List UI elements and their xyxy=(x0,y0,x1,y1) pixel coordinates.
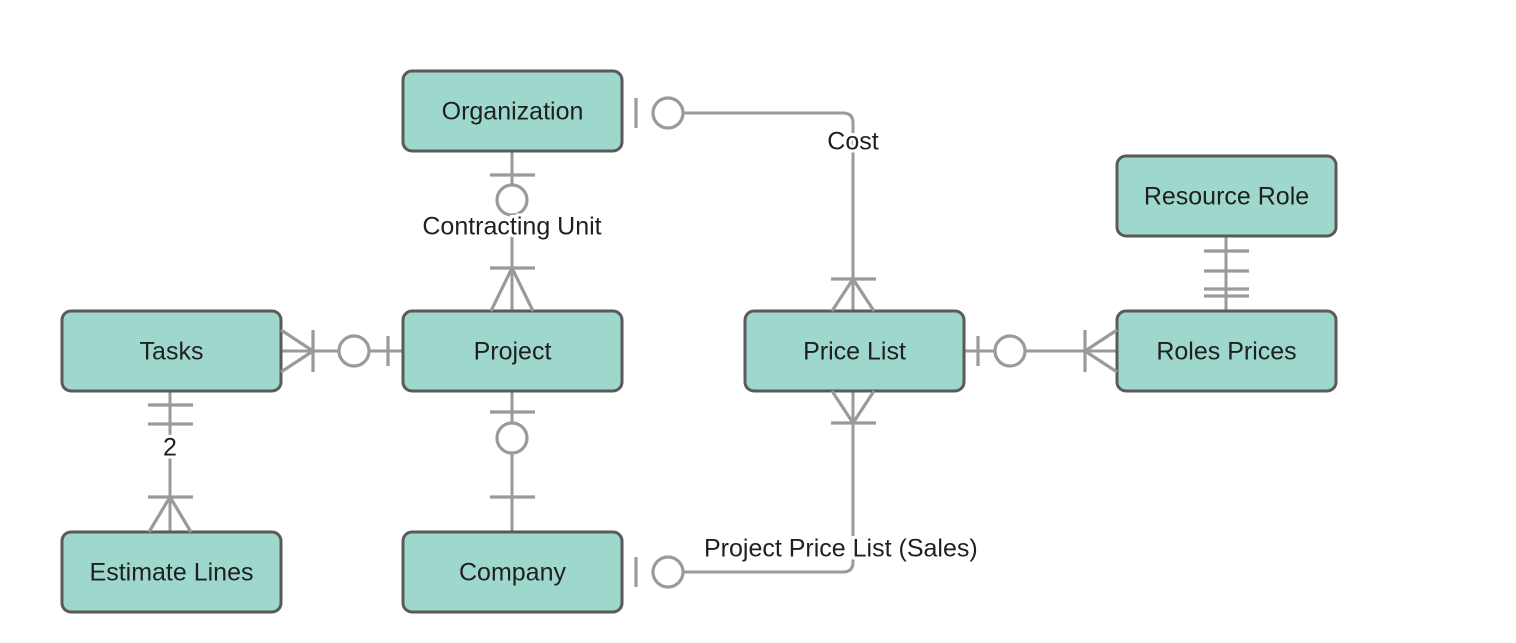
edge-label-contracting-unit-halo: Contracting Unit xyxy=(422,213,601,241)
entity-tasks[interactable]: Tasks xyxy=(60,309,283,393)
entity-box-organization[interactable] xyxy=(401,69,624,153)
entity-box-estimate-lines[interactable] xyxy=(60,530,283,614)
entity-box-resource-role[interactable] xyxy=(1115,154,1338,238)
entity-box-company[interactable] xyxy=(401,530,624,614)
entity-box-tasks[interactable] xyxy=(60,309,283,393)
cardinality-crowsfoot-estimate-lines-tasks xyxy=(147,496,193,533)
cardinality-crowsfoot-project-contracting-unit xyxy=(489,267,535,312)
entity-box-price-list[interactable] xyxy=(743,309,966,393)
edge-label-contracting-unit: Contracting Unit xyxy=(422,213,601,241)
cardinality-circle-price-list-roles-prices xyxy=(993,334,1027,368)
entity-organization[interactable]: Organization xyxy=(401,69,624,153)
entity-resource-role[interactable]: Resource Role xyxy=(1115,154,1338,238)
edge-label-project-price-list-sales-halo: Project Price List (Sales) xyxy=(704,535,978,563)
cardinality-marker-layer xyxy=(147,96,1249,589)
edge-label-cost-halo: Cost xyxy=(827,128,878,156)
edge-label-layer: Cost Cost Contracting Unit Contracting U… xyxy=(160,125,981,566)
edge-line-company-price-list[interactable] xyxy=(684,391,855,574)
cardinality-circle-tasks-project xyxy=(337,334,371,368)
cardinality-circle-company-price-list xyxy=(651,555,685,589)
cardinality-crowsfoot-price-list-cost xyxy=(830,278,876,312)
entity-layer: Organization Resource Role Tasks Project… xyxy=(60,69,1338,614)
cardinality-circle-project-company xyxy=(495,421,529,455)
entity-box-project[interactable] xyxy=(401,309,624,393)
entity-estimate-lines[interactable]: Estimate Lines xyxy=(60,530,283,614)
edge-label-tasks-estimate-count-halo: 2 xyxy=(163,434,177,462)
cardinality-crowsfoot-roles-prices-price-list xyxy=(1084,328,1118,374)
entity-box-roles-prices[interactable] xyxy=(1115,309,1338,393)
edge-line-organization-price-list[interactable] xyxy=(684,111,855,311)
edge-label-project-price-list-sales: Project Price List (Sales) xyxy=(704,535,978,563)
cardinality-circle-organization-contracting-unit xyxy=(495,183,529,217)
connector-layer xyxy=(168,111,1228,574)
cardinality-circle-organization-cost xyxy=(651,96,685,130)
cardinality-crowsfoot-tasks-project xyxy=(280,328,314,374)
entity-roles-prices[interactable]: Roles Prices xyxy=(1115,309,1338,393)
cardinality-crowsfoot-price-list-sales xyxy=(830,390,876,424)
edge-label-cost: Cost xyxy=(827,128,878,156)
entity-company[interactable]: Company xyxy=(401,530,624,614)
entity-project[interactable]: Project xyxy=(401,309,624,393)
edge-label-tasks-estimate-count: 2 xyxy=(163,434,177,462)
entity-price-list[interactable]: Price List xyxy=(743,309,966,393)
